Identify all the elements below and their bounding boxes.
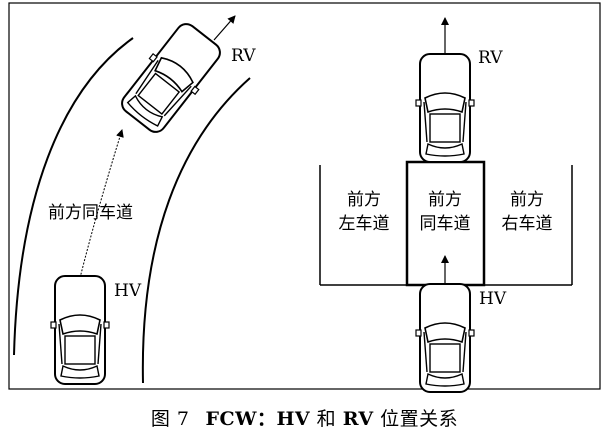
caption-joiner: 和 [310, 408, 343, 430]
hv-car-icon-right [415, 283, 475, 393]
right-lane-label-line1: 前方 [510, 190, 544, 210]
left-lane-label-line2: 左车道 [339, 214, 390, 234]
left-lane-label-line1: 前方 [347, 190, 381, 210]
same-lane-label-line2: 同车道 [420, 214, 471, 234]
left-hv-label: HV [114, 281, 142, 301]
figure-number: 图 7 [150, 408, 190, 430]
right-hv-label: HV [479, 289, 507, 309]
caption-hv: HV [276, 408, 311, 430]
figure-frame [8, 2, 601, 390]
left-panel: RV HV 前方同车道 [13, 15, 256, 385]
rv-heading-arrow [213, 15, 236, 41]
same-lane-label-line1: 前方 [428, 190, 462, 210]
road-outer-edge [13, 37, 134, 356]
road-inner-edge [141, 77, 251, 384]
right-rv-label: RV [478, 48, 503, 68]
caption-suffix: 位置关系 [373, 408, 459, 430]
right-lane-label-line2: 右车道 [502, 214, 553, 234]
path-arrow [79, 129, 124, 279]
hv-car-icon [50, 275, 110, 385]
caption-prefix: FCW： [205, 408, 277, 430]
rv-car-icon-right [415, 53, 475, 163]
figure-caption: 图 7 FCW：HV 和 RV 位置关系 [0, 404, 609, 431]
right-panel: RV HV 前方 左车道 前方 同车道 前方 右车道 [319, 17, 573, 393]
left-lane-label: 前方同车道 [48, 203, 133, 223]
caption-rv: RV [342, 408, 374, 430]
left-rv-label: RV [231, 46, 256, 66]
